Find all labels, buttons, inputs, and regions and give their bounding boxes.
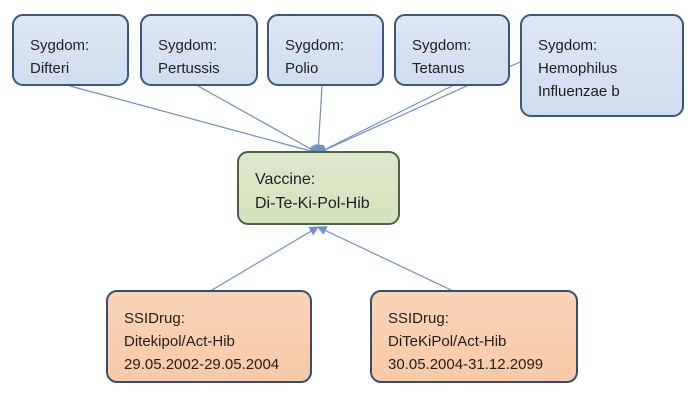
connector-polio-to-vaccine bbox=[313, 85, 324, 155]
disease-type-label: Sygdom: bbox=[285, 37, 345, 54]
disease-name: Tetanus bbox=[412, 60, 465, 77]
disease-box-hemophilus-influenzae[interactable]: Sygdom: Hemophilus Influenzae b bbox=[520, 14, 684, 117]
connector-pertussis-to-vaccine bbox=[197, 85, 320, 154]
disease-box-pertussis[interactable]: Sygdom: Pertussis bbox=[140, 14, 258, 86]
vaccine-name: Di-Te-Ki-Pol-Hib bbox=[255, 195, 370, 212]
disease-name: Hemophilus bbox=[538, 60, 618, 77]
disease-type-label: Sygdom: bbox=[158, 37, 218, 54]
drug-type-label: SSIDrug: bbox=[124, 310, 185, 327]
drug-name: Ditekipol/Act-Hib bbox=[124, 333, 235, 350]
drug-validity-period: 30.05.2004-31.12.2099 bbox=[388, 356, 544, 373]
disease-box-polio[interactable]: Sygdom: Polio bbox=[267, 14, 384, 86]
drug-box-ditekipol-2002[interactable]: SSIDrug: Ditekipol/Act-Hib 29.05.2002-29… bbox=[106, 290, 312, 383]
disease-type-label: Sygdom: bbox=[412, 37, 472, 54]
connector-drug1-to-vaccine bbox=[211, 226, 320, 291]
disease-name: Pertussis bbox=[158, 60, 220, 77]
connector-difteri-to-vaccine bbox=[69, 85, 320, 156]
drug-box-ditekipol-2004[interactable]: SSIDrug: DiTeKiPol/Act-Hib 30.05.2004-31… bbox=[370, 290, 578, 383]
drug-type-label: SSIDrug: bbox=[388, 310, 449, 327]
disease-name-second-line: Influenzae b bbox=[538, 83, 620, 100]
drug-name: DiTeKiPol/Act-Hib bbox=[388, 333, 507, 350]
disease-box-tetanus[interactable]: Sygdom: Tetanus bbox=[394, 14, 510, 86]
vaccine-type-label: Vaccine: bbox=[255, 171, 316, 188]
disease-type-label: Sygdom: bbox=[30, 37, 90, 54]
vaccine-box[interactable]: Vaccine: Di-Te-Ki-Pol-Hib bbox=[237, 151, 400, 225]
drug-validity-period: 29.05.2002-29.05.2004 bbox=[124, 356, 280, 373]
disease-name: Polio bbox=[285, 60, 319, 77]
connector-tetanus-to-vaccine bbox=[316, 85, 453, 154]
disease-box-difteri[interactable]: Sygdom: Difteri bbox=[12, 14, 129, 86]
connector-drug2-to-vaccine bbox=[316, 226, 452, 291]
disease-name: Difteri bbox=[30, 60, 70, 77]
disease-type-label: Sygdom: bbox=[538, 37, 598, 54]
